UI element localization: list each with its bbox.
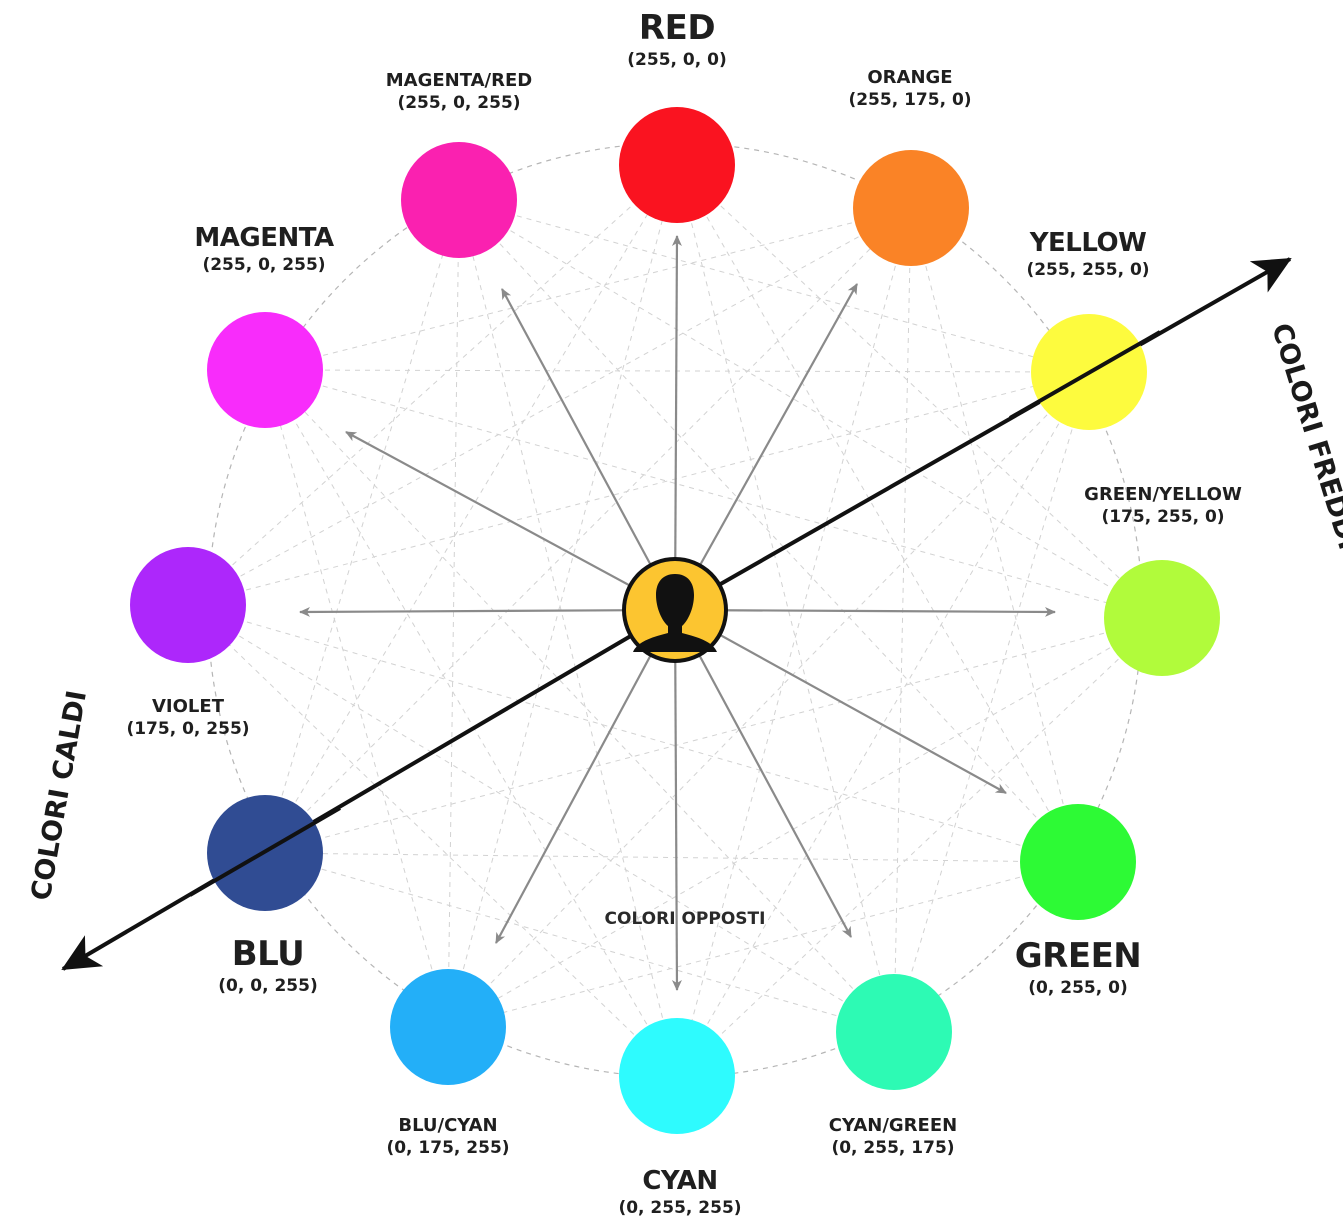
- opposite-colors-label: COLORI OPPOSTI: [604, 909, 766, 929]
- label-violet: VIOLET (175, 0, 255): [126, 696, 249, 739]
- label-yellow: YELLOW (255, 255, 0): [1026, 228, 1149, 280]
- guide-line: [447, 164, 678, 1028]
- label-blu-cyan: BLU/CYAN (0, 175, 255): [386, 1115, 509, 1158]
- direction-arrow: [299, 606, 676, 617]
- color-rgb-red: (255, 0, 0): [627, 50, 727, 70]
- cool-axis-overlay: [1009, 330, 1161, 420]
- direction-arrow: [345, 431, 676, 611]
- warm-axis-overlay: [188, 806, 342, 897]
- cool-axis-arrow: [674, 257, 1292, 612]
- color-name-green-yellow: GREEN/YELLOW: [1084, 484, 1242, 505]
- color-rgb-magenta-red: (255, 0, 255): [397, 93, 521, 113]
- color-name-cyan-green: CYAN/GREEN: [828, 1115, 958, 1136]
- guide-line: [676, 617, 1163, 1077]
- guide-line: [264, 852, 895, 1033]
- direction-arrow: [674, 609, 852, 938]
- color-circle-green: [1020, 804, 1136, 920]
- color-circle-blu-cyan: [390, 969, 506, 1085]
- color-name-cyan: CYAN: [642, 1166, 718, 1196]
- guide-line: [264, 369, 895, 1033]
- label-magenta-red: MAGENTA/RED (255, 0, 255): [386, 70, 532, 113]
- guide-line: [264, 207, 912, 854]
- color-name-magenta: MAGENTA: [194, 223, 334, 253]
- guide-line: [910, 207, 1079, 863]
- guide-line: [187, 604, 678, 1077]
- guide-line: [676, 164, 895, 1033]
- color-circle-magenta-red: [401, 142, 517, 258]
- warm-axis-arrow: [61, 608, 677, 971]
- guide-line: [264, 852, 1079, 863]
- guide-line: [187, 604, 1079, 863]
- guide-line: [187, 207, 912, 606]
- color-rgb-blu: (0, 0, 255): [218, 976, 318, 996]
- label-green: GREEN (0, 255, 0): [1015, 936, 1142, 998]
- label-orange: ORANGE (255, 175, 0): [848, 67, 971, 110]
- direction-arrow: [501, 288, 676, 611]
- guide-line: [447, 617, 1163, 1028]
- guide-line: [187, 604, 895, 1033]
- guide-line: [264, 207, 912, 371]
- color-rgb-orange: (255, 175, 0): [848, 90, 972, 110]
- guide-line: [447, 371, 1090, 1028]
- label-cyan-green: CYAN/GREEN (0, 255, 175): [829, 1115, 957, 1158]
- guide-line: [264, 164, 678, 854]
- guide-line: [893, 207, 912, 1033]
- label-red: RED (255, 0, 0): [627, 8, 726, 70]
- color-name-violet: VIOLET: [152, 696, 224, 717]
- color-rgb-magenta: (255, 0, 255): [202, 255, 326, 275]
- color-name-yellow: YELLOW: [1029, 228, 1147, 258]
- guide-line: [458, 199, 678, 1077]
- direction-arrow: [674, 283, 858, 611]
- guide-line: [676, 164, 1079, 863]
- direction-arrows: [299, 235, 1056, 991]
- guide-line: [264, 369, 449, 1028]
- guide-line: [893, 371, 1090, 1033]
- label-green-yellow: GREEN/YELLOW (175, 255, 0): [1084, 484, 1242, 527]
- color-rgb-blu-cyan: (0, 175, 255): [386, 1138, 510, 1158]
- label-blu: BLU (0, 0, 255): [218, 934, 317, 996]
- color-circles: [130, 107, 1220, 1134]
- color-name-blu: BLU: [231, 934, 305, 974]
- direction-arrow: [671, 609, 682, 991]
- guide-lines: [187, 142, 1163, 1078]
- direction-arrow: [674, 609, 1007, 794]
- guide-line: [676, 164, 1163, 619]
- color-rgb-green-yellow: (175, 255, 0): [1101, 507, 1225, 527]
- guide-line: [447, 199, 460, 1028]
- color-circle-violet: [130, 547, 246, 663]
- direction-arrow: [495, 609, 676, 944]
- warm-cool-axis: [61, 257, 1292, 971]
- color-circle-magenta: [207, 312, 323, 428]
- label-magenta: MAGENTA (255, 0, 255): [194, 223, 334, 275]
- guide-line: [264, 617, 1163, 854]
- color-name-green: GREEN: [1014, 936, 1142, 976]
- viewer-center: [622, 557, 728, 663]
- person-icon: [633, 574, 717, 652]
- color-circle-green-yellow: [1104, 560, 1220, 676]
- direction-arrow: [671, 235, 682, 611]
- color-name-magenta-red: MAGENTA/RED: [385, 70, 533, 91]
- guide-line: [447, 861, 1079, 1028]
- guide-line: [187, 371, 1090, 606]
- label-cyan: CYAN (0, 255, 255): [618, 1166, 741, 1218]
- color-circle-orange: [853, 150, 969, 266]
- color-name-red: RED: [638, 8, 716, 48]
- color-circle-cyan-green: [836, 974, 952, 1090]
- color-name-orange: ORANGE: [867, 67, 953, 88]
- color-rgb-cyan: (0, 255, 255): [618, 1198, 742, 1218]
- color-rgb-yellow: (255, 255, 0): [1026, 260, 1150, 280]
- guide-line: [458, 199, 1079, 863]
- color-circle-cyan: [619, 1018, 735, 1134]
- color-rgb-cyan-green: (0, 255, 175): [831, 1138, 955, 1158]
- color-name-blu-cyan: BLU/CYAN: [398, 1115, 498, 1136]
- guide-line: [264, 199, 460, 854]
- color-circle-red: [619, 107, 735, 223]
- color-rgb-violet: (175, 0, 255): [126, 719, 250, 739]
- guide-line: [264, 369, 678, 1077]
- direction-arrow: [674, 606, 1056, 617]
- color-rgb-green: (0, 255, 0): [1028, 978, 1128, 998]
- guide-line: [458, 199, 1090, 373]
- guide-line: [458, 199, 1163, 619]
